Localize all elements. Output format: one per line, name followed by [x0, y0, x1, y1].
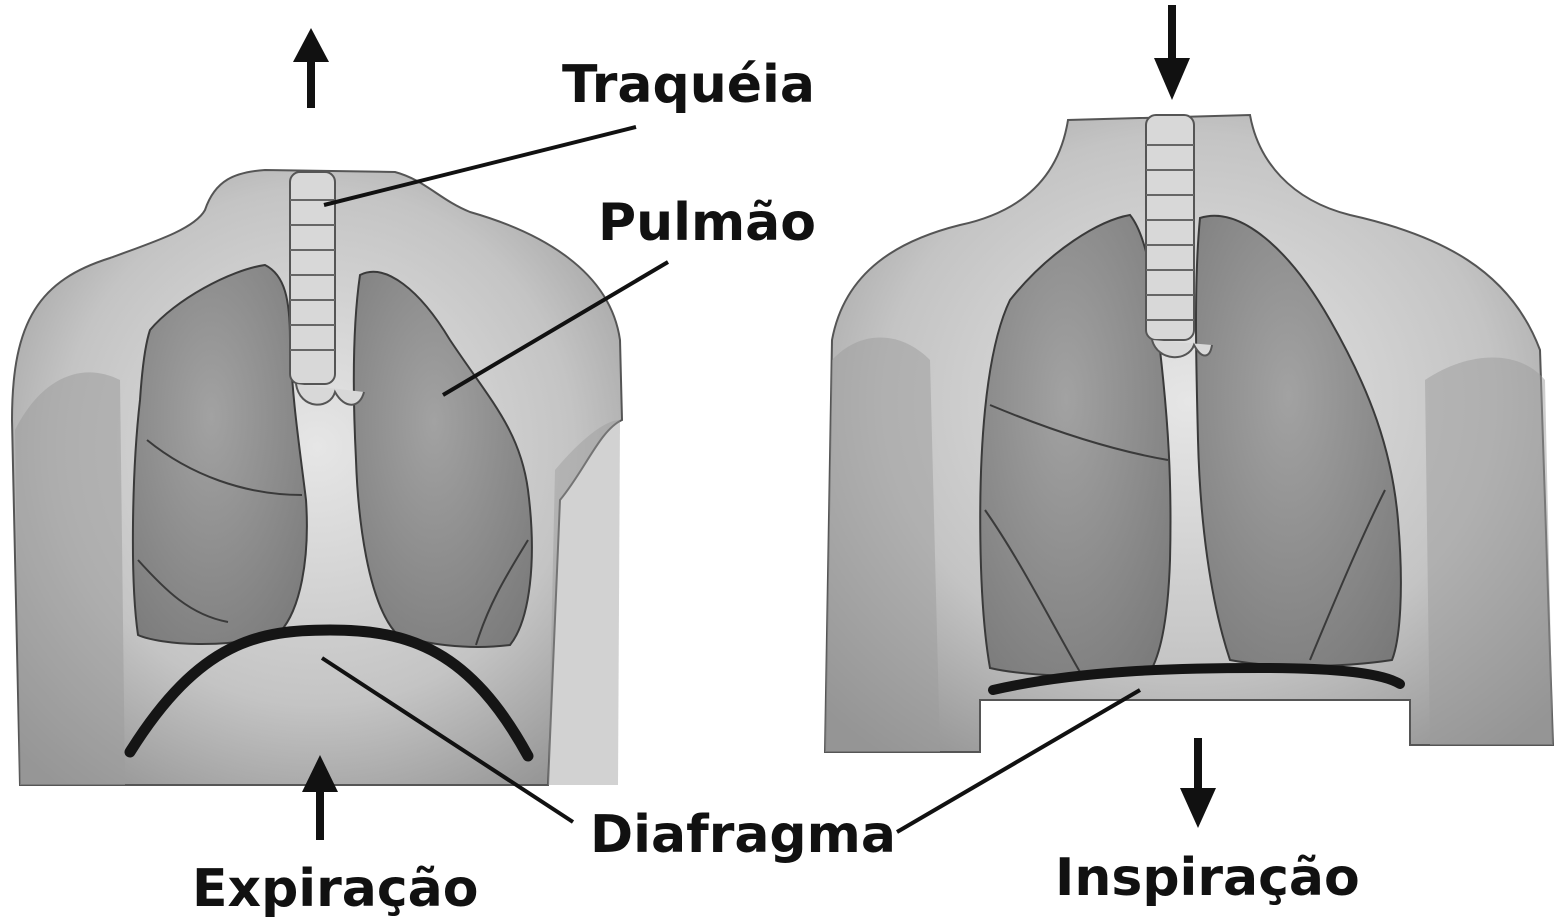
inspiration-right-arm-shading [1425, 358, 1553, 746]
expiration-label: Expiração [192, 859, 478, 918]
trachea-label: Traquéia [562, 55, 815, 115]
lung-label: Pulmão [598, 193, 816, 253]
expiration-torso [12, 170, 622, 785]
inspiration-left-arm-shading [825, 338, 940, 753]
diaphragm-label: Diafragma [590, 805, 896, 865]
expiration-up-arrow-top [293, 28, 329, 108]
inspiration-torso [825, 115, 1553, 752]
expiration-right-arm-shading [548, 420, 620, 785]
inspiration-label: Inspiração [1055, 848, 1360, 908]
inspiration-down-arrow-bottom [1180, 738, 1216, 828]
expiration-left-arm-shading [15, 372, 125, 785]
expiration-right-lung [133, 265, 307, 644]
trachea-leader-line [324, 127, 636, 205]
inspiration-down-arrow-top [1154, 5, 1190, 100]
